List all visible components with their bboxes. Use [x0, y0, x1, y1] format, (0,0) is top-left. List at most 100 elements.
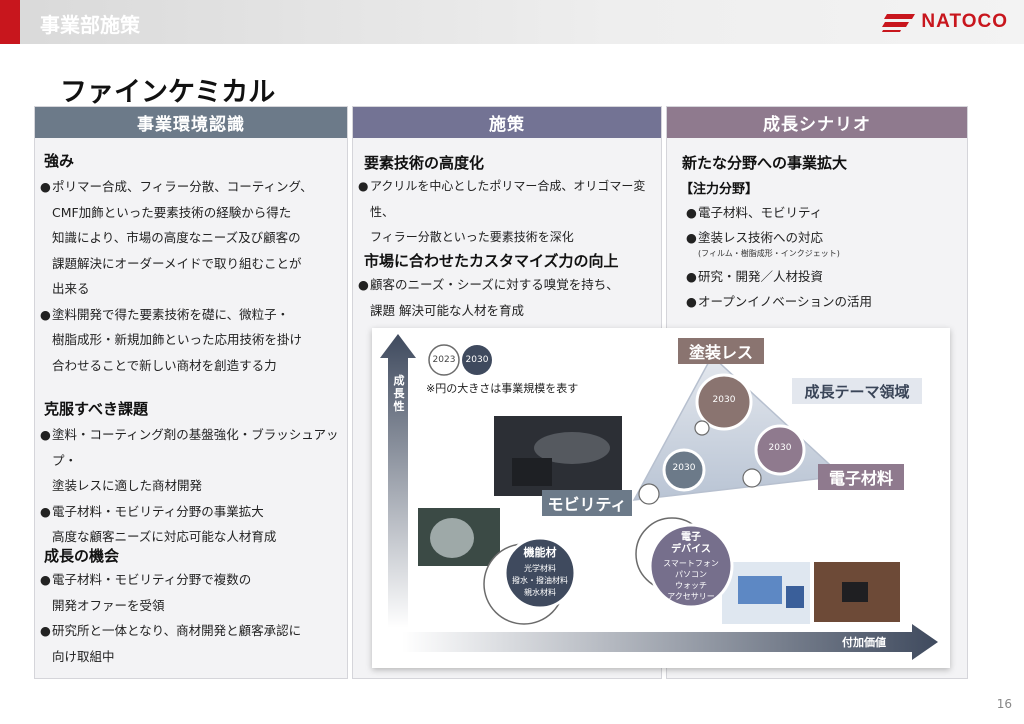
bullet-icon: ● — [40, 572, 51, 587]
top-bar: 事業部施策 — [0, 0, 1024, 44]
section-title: 事業部施策 — [40, 13, 140, 37]
list-item: CMF加飾といった要素技術の経験から得た — [52, 204, 292, 220]
list-item: 塗装レスに適した商材開発 — [52, 478, 203, 493]
legend-note: ※円の大きさは事業規模を表す — [426, 382, 579, 395]
bullet-icon: ● — [358, 277, 369, 292]
growth-diagram: 成長性 付加価値 2023 2030 ※円の大きさは事業規模を表す 塗装レス 電… — [372, 328, 950, 668]
logo-text: NATOCO — [921, 11, 1008, 32]
growth-list: ●電子材料、モビリティ ●塗装レス技術への対応 (フィルム・樹脂成形・インクジェ… — [686, 200, 966, 315]
kinou-item: 光学材料 — [524, 564, 556, 573]
list-item: フィラー分散といった要素技術を深化 — [370, 230, 574, 244]
list-item: ●研究所と一体となり、商材開発と顧客承認に — [40, 618, 346, 644]
measure-custom-list: ●顧客のニーズ・シーズに対する嗅覚を持ち、 課題 解決可能な人材を育成 — [358, 272, 662, 323]
bullet-icon: ● — [40, 306, 51, 322]
bullet-icon: ● — [40, 623, 51, 638]
bullet-icon: ● — [686, 268, 697, 284]
list-item: 知識により、市場の高度なニーズ及び顧客の — [52, 230, 301, 245]
list-item: 出来る — [52, 281, 90, 296]
y-axis-label: 成長性 — [393, 374, 405, 413]
measures-column-header: 施策 — [353, 107, 661, 138]
bullet-icon: ● — [40, 179, 51, 194]
list-item: 高度な顧客ニーズに対応可能な人材育成 — [52, 529, 277, 544]
y-axis-arrow — [380, 334, 416, 628]
denshi-label: 電子材料 — [818, 464, 904, 490]
bullet-icon: ● — [358, 179, 369, 193]
page-number: 16 — [996, 697, 1012, 711]
mobility-2023-bubble — [638, 483, 660, 505]
legend-2030-text: 2030 — [465, 355, 489, 365]
opportunity-list: ●電子材料・モビリティ分野で複数の 開発オファーを受領 ●研究所と一体となり、商… — [40, 567, 346, 669]
strength-list: ●ポリマー合成、フィラー分散、コーティング、 CMF加飾といった要素技術の経験か… — [40, 174, 346, 378]
issue-heading: 克服すべき課題 — [44, 400, 148, 418]
device-item: アクセサリー — [667, 592, 715, 601]
list-item: 合わせることで新しい商材を創造する力 — [52, 357, 277, 373]
env-column: 事業環境認識 — [34, 106, 348, 679]
bullet-icon: ● — [40, 427, 51, 442]
list-item: ●塗料・コーティング剤の基盤強化・ブラッシュアップ・ — [40, 422, 346, 473]
list-item-note: (フィルム・樹脂成形・インクジェット) — [698, 248, 840, 258]
mobility-2030-bubble — [662, 448, 706, 492]
tosoless-2030-text: 2030 — [712, 395, 736, 405]
bullet-icon: ● — [686, 229, 697, 245]
env-column-header: 事業環境認識 — [35, 107, 347, 138]
list-item: 課題解決にオーダーメイドで取り組むことが — [52, 255, 302, 271]
list-item: ●アクリルを中心としたポリマー合成、オリゴマー変性、 — [358, 174, 662, 225]
bullet-icon: ● — [40, 503, 51, 519]
list-item: ●研究・開発／人材投資 — [686, 264, 966, 290]
list-item: ●塗料開発で得た要素技術を礎に、微粒子・ — [40, 302, 346, 328]
list-item: ●電子材料、モビリティ — [686, 200, 966, 226]
denshi-2030-bubble — [754, 424, 806, 476]
list-item: ●顧客のニーズ・シーズに対する嗅覚を持ち、 — [358, 272, 662, 298]
growth-theme-label: 成長テーマ領域 — [792, 378, 922, 404]
brand-accent-bar — [0, 0, 20, 44]
list-item: ●オープンイノベーションの活用 — [686, 289, 966, 315]
kinou-item: 親水材料 — [524, 588, 556, 597]
tosoless-2030-bubble — [695, 373, 753, 431]
device-title: 電子 — [681, 532, 701, 543]
kinou-bubble-text: 機能材 光学材料 撥水・撥油材料 親水材料 — [505, 544, 575, 599]
growth-heading: 新たな分野への事業拡大 — [682, 154, 848, 172]
device-bubble-text: 電子 デバイス スマートフォン パソコン ウォッチ アクセサリー — [655, 532, 727, 602]
tosoless-2023-bubble — [694, 420, 710, 436]
opportunity-heading: 成長の機会 — [44, 547, 120, 565]
kinou-item: 撥水・撥油材料 — [512, 576, 568, 585]
diagram-graphics — [380, 334, 938, 660]
list-item: 樹脂成形・新規加飾といった応用技術を掛け — [52, 332, 303, 347]
kinou-2030-bubble — [503, 536, 577, 610]
measure-tech-heading: 要素技術の高度化 — [364, 154, 485, 172]
device-2030-bubble — [648, 523, 734, 609]
issue-list: ●塗料・コーティング剤の基盤強化・ブラッシュアップ・ 塗装レスに適した商材開発 … — [40, 422, 346, 550]
measure-tech-list: ●アクリルを中心としたポリマー合成、オリゴマー変性、 フィラー分散といった要素技… — [358, 174, 662, 251]
natoco-logo: NATOCO — [881, 11, 1008, 33]
bullet-icon: ● — [686, 294, 697, 309]
denshi-2030-text: 2030 — [768, 443, 792, 453]
legend-2023-text: 2023 — [432, 355, 456, 365]
device-item: パソコン — [675, 570, 707, 579]
growth-column-header: 成長シナリオ — [667, 107, 967, 138]
legend-2030-circle — [462, 345, 492, 375]
logo-mark-icon — [882, 14, 916, 32]
list-item: ●電子材料・モビリティ分野で複数の — [40, 567, 346, 593]
list-item: ●電子材料・モビリティ分野の事業拡大 — [40, 499, 346, 525]
list-item: 課題 解決可能な人材を育成 — [370, 302, 524, 318]
list-item: ●ポリマー合成、フィラー分散、コーティング、 — [40, 174, 346, 200]
bullet-icon: ● — [686, 205, 697, 220]
legend-2023-circle — [428, 344, 460, 376]
device-item: ウォッチ — [675, 581, 707, 590]
mobility-label: モビリティ — [542, 490, 632, 516]
strength-heading: 強み — [44, 152, 75, 170]
page-title: ファインケミカル — [60, 77, 276, 108]
device-item: スマートフォン — [663, 559, 719, 568]
list-item: 開発オファーを受領 — [52, 597, 165, 613]
list-item: ●塗装レス技術への対応 — [686, 228, 966, 248]
x-axis-label: 付加価値 — [842, 636, 886, 649]
measure-custom-heading: 市場に合わせたカスタマイズ力の向上 — [364, 252, 619, 270]
device-title: デバイス — [671, 544, 711, 555]
list-item: 向け取組中 — [52, 648, 115, 664]
focus-heading: 【注力分野】 — [680, 182, 759, 197]
denshi-2023-bubble — [742, 468, 762, 488]
mobility-2030-text: 2030 — [672, 463, 696, 473]
x-axis-arrow — [402, 624, 938, 660]
tosoless-label: 塗装レス — [678, 338, 764, 364]
kinou-title: 機能材 — [523, 546, 557, 559]
